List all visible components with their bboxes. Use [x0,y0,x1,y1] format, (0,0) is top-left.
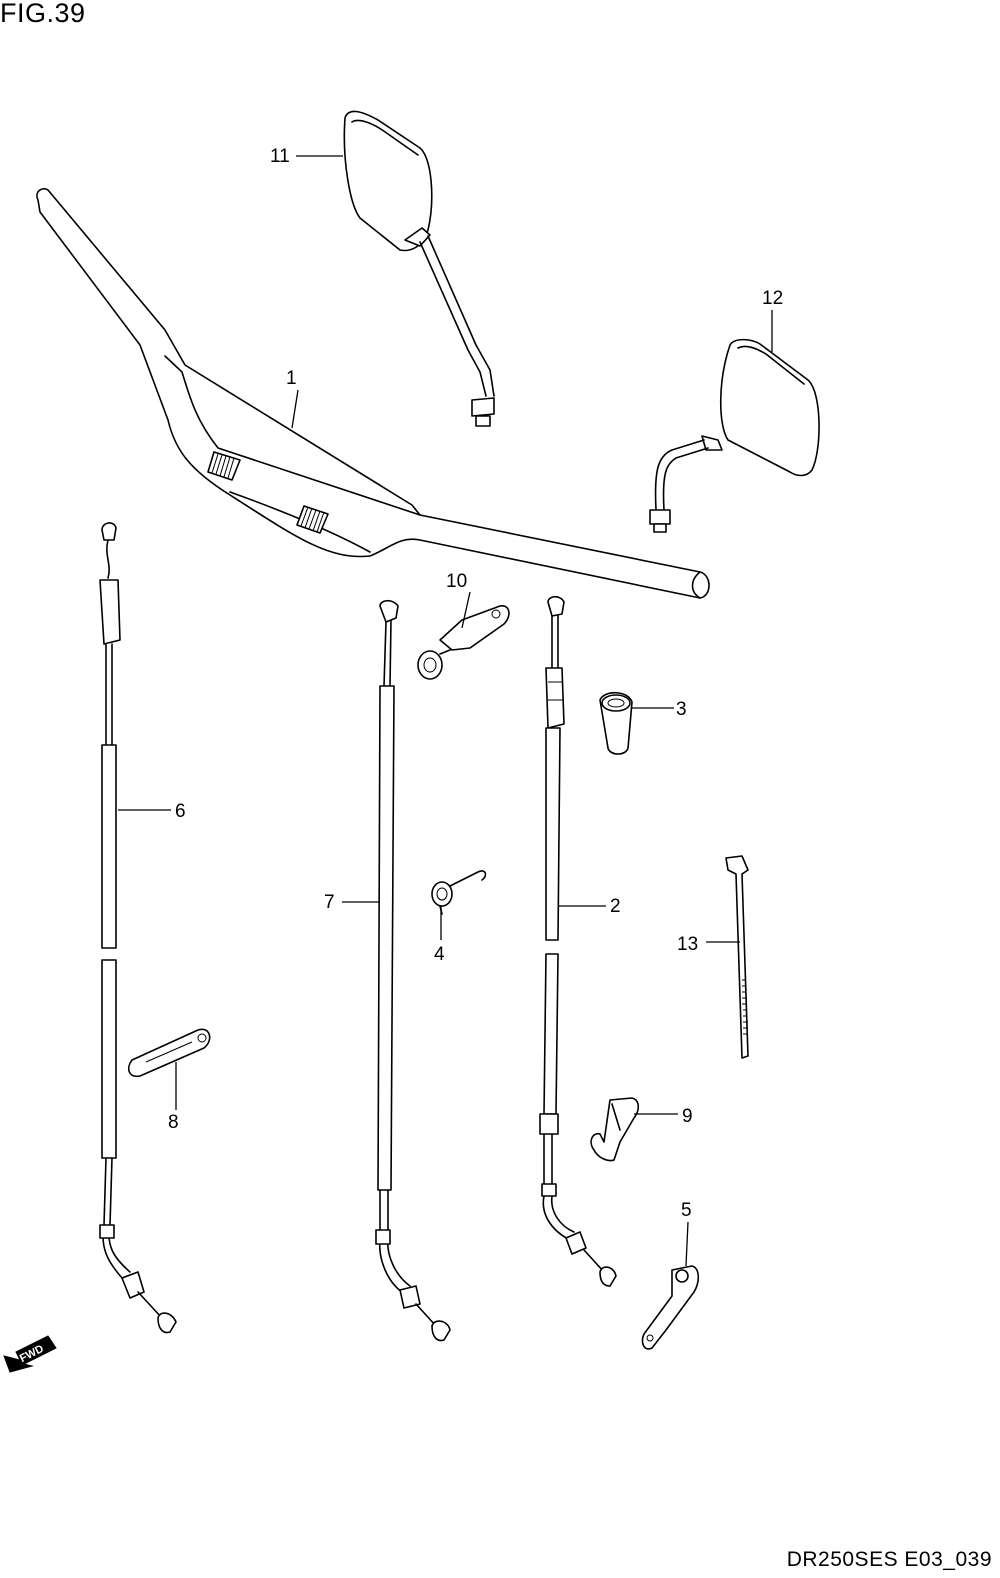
drawing-code: DR250SES E03_039 [786,1548,992,1571]
callout-1: 1 [286,368,297,389]
fwd-text: FWD [18,1343,46,1365]
fwd-indicator: FWD [3,1335,57,1373]
knurl-right [296,505,329,534]
callout-9: 9 [682,1106,693,1127]
callout-7: 7 [324,892,335,913]
callout-10: 10 [446,571,467,592]
grip-boot [599,691,633,755]
spring [431,870,487,915]
clutch-cable [539,595,617,1287]
throttle-cable [99,522,177,1334]
mirror-left [343,110,495,427]
callout-2: 2 [610,896,621,917]
callout-labels: 1 2 3 4 5 6 7 8 9 10 11 12 13 [168,146,783,1221]
cable-bracket [417,605,510,680]
callout-5: 5 [681,1200,692,1221]
leader-lines [118,155,773,1267]
knurl-left [207,451,241,481]
forward-arrow-icon [3,1335,57,1373]
handlebar [36,187,710,599]
cable-tie [725,855,749,1059]
callout-4: 4 [434,944,445,965]
return-cable [375,599,451,1342]
cable-holder [641,1265,700,1350]
cable-guide [590,1097,640,1162]
callout-13: 13 [677,934,698,955]
cable-clamp [127,1028,211,1078]
callout-8: 8 [168,1112,179,1133]
callout-11: 11 [270,146,290,167]
mirror-right [649,338,820,533]
callout-6: 6 [175,801,186,822]
fig-title: FIG.39 [0,0,86,28]
callout-12: 12 [762,288,783,309]
callout-3: 3 [676,699,687,720]
